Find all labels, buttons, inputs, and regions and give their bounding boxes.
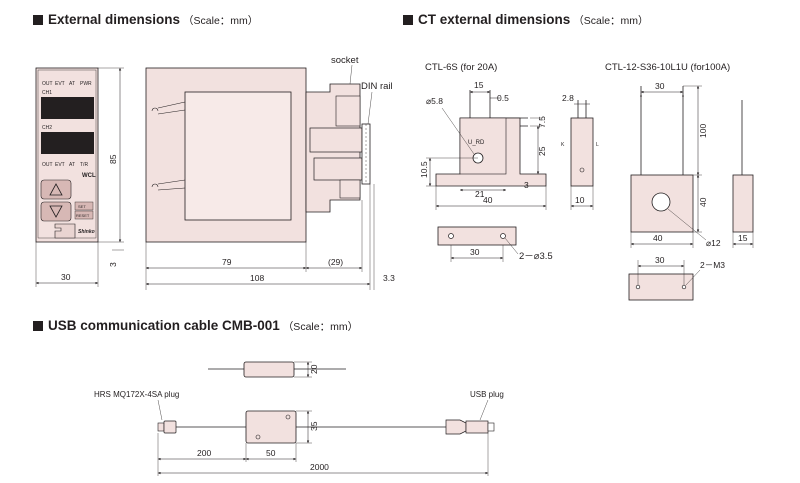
ctl12-front-view (630, 86, 707, 241)
dim-200: 200 (197, 448, 211, 458)
svg-text:PWR: PWR (80, 81, 92, 87)
dim-10-5: 10.5 (419, 161, 429, 178)
reset-button-label: RESET (76, 213, 90, 218)
down-arrow-icon (49, 205, 63, 218)
indicator-row-top: OUT EVT AT PWR (42, 81, 92, 87)
dim-79: 79 (222, 257, 232, 267)
usb-plug-label: USB plug (470, 390, 504, 399)
dim-35: 35 (309, 421, 319, 431)
converter-box (245, 410, 297, 444)
heading-external-scale: （Scale：mm） (183, 15, 259, 27)
set-button (74, 201, 94, 211)
dim-2-8: 2.8 (562, 93, 574, 103)
svg-text:AT: AT (69, 81, 75, 87)
dim-40-vertical: 40 (698, 197, 708, 207)
dim-25: 25 (537, 146, 547, 156)
model-label: WCL (82, 173, 96, 179)
dim-10: 10 (575, 195, 585, 205)
hrs-plug-label: HRS MQ172X-4SA plug (94, 390, 179, 399)
dim-30: 30 (61, 272, 71, 282)
set-button-label: SET (78, 204, 86, 209)
ctl12-side-view: 15 (732, 100, 754, 248)
usb-port (54, 223, 76, 239)
heading-usb-title: USB communication cable CMB-001 (48, 318, 280, 333)
heading-usb-scale: （Scale：mm） (282, 321, 359, 333)
brand-logo: Shinko (78, 229, 95, 235)
dim-30: 30 (655, 81, 665, 91)
heading-external-title: External dimensions (48, 12, 181, 27)
heading-ct-scale: （Scale：mm） (573, 15, 649, 27)
reset-button (74, 210, 94, 220)
heading-bullet (33, 15, 43, 25)
heading-external-dimensions: External dimensions （Scale：mm） (33, 12, 258, 28)
dim-21: 21 (475, 189, 485, 199)
ctl12-title: CTL-12-S36-10L1U (for100A) (605, 62, 730, 73)
usb-cable-top-view: 20 (208, 361, 346, 378)
heading-ct-dimensions: CT external dimensions （Scale：mm） (403, 12, 649, 28)
ct-mark: U_RD (468, 140, 485, 146)
heading-bullet (33, 321, 43, 331)
usb-cable-main-view (157, 399, 495, 444)
terminal-l: L (596, 142, 599, 148)
front-view-dimensions: 85 3 30 (35, 67, 124, 287)
svg-text:EVT: EVT (55, 81, 65, 87)
ctl6s-side-view: K L 2.8 10 (561, 93, 599, 210)
ch1-label: CH1 (42, 90, 52, 96)
dim-50: 50 (266, 448, 276, 458)
ctl12-hole (651, 192, 671, 212)
heading-ct-title: CT external dimensions (418, 12, 571, 27)
dim-108: 108 (250, 273, 264, 283)
dim-3: 3 (108, 262, 118, 267)
ctl6s-bottom-view: 30 2－⌀3.5 (437, 226, 553, 262)
usb-plug (465, 420, 489, 434)
indicator-row-bottom: OUT EVT AT T/R (42, 162, 88, 168)
dim-3: 3 (524, 180, 529, 190)
dim-100: 100 (698, 124, 708, 138)
dim-15: 15 (738, 233, 748, 243)
side-view-dimensions: 79 (29) 108 3.3 (145, 184, 395, 290)
heading-usb-cable: USB communication cable CMB-001 （Scale：m… (33, 318, 358, 334)
dim-30: 30 (470, 247, 480, 257)
ctl6s-front-view: U_RD (435, 90, 547, 187)
socket-label: socket (331, 55, 359, 66)
dim-3-3: 3.3 (383, 273, 395, 283)
dim-phi-5-8: ⌀5.8 (426, 96, 443, 106)
dim-40-horizontal: 40 (653, 233, 663, 243)
ctl12-bottom-view: 30 2－M3 (628, 255, 725, 301)
heading-bullet (403, 15, 413, 25)
display-ch1 (41, 97, 94, 119)
terminal-k: K (561, 142, 565, 148)
ctl6s-dimensions: ⌀5.8 15 0.5 7.5 25 10.5 21 3 40 (419, 80, 547, 210)
dim-phi-12: ⌀12 (706, 238, 721, 248)
ctl12-dimensions: 30 100 40 40 ⌀12 (630, 81, 721, 248)
dim-15: 15 (474, 80, 484, 90)
controller-front-view: OUT EVT AT PWR CH1 CH2 OUT EVT AT T/R WC… (35, 67, 99, 243)
dim-2000: 2000 (310, 462, 329, 472)
din-rail-label: DIN rail (361, 81, 393, 92)
mount-m3-label: 2－M3 (700, 260, 725, 270)
svg-text:EVT: EVT (55, 162, 65, 168)
dim-85: 85 (108, 154, 118, 164)
usb-cable-dimensions: 35 200 50 2000 (157, 410, 489, 476)
down-button (40, 201, 72, 222)
dim-0-5: 0.5 (497, 93, 509, 103)
svg-text:OUT: OUT (42, 81, 53, 87)
dim-29: (29) (328, 257, 343, 267)
dim-20: 20 (309, 364, 319, 374)
ctl6s-title: CTL-6S (for 20A) (425, 62, 497, 73)
ch2-label: CH2 (42, 125, 52, 131)
svg-text:T/R: T/R (80, 162, 88, 168)
dim-40: 40 (483, 195, 493, 205)
svg-text:OUT: OUT (42, 162, 53, 168)
dim-30: 30 (655, 255, 665, 265)
up-button (40, 179, 72, 200)
mount-holes-label: 2－⌀3.5 (519, 251, 553, 262)
controller-side-view (145, 64, 373, 243)
dim-7-5: 7.5 (537, 116, 547, 128)
hrs-plug (157, 422, 165, 432)
svg-text:AT: AT (69, 162, 75, 168)
display-ch2 (41, 132, 94, 154)
up-arrow-icon (49, 183, 63, 196)
